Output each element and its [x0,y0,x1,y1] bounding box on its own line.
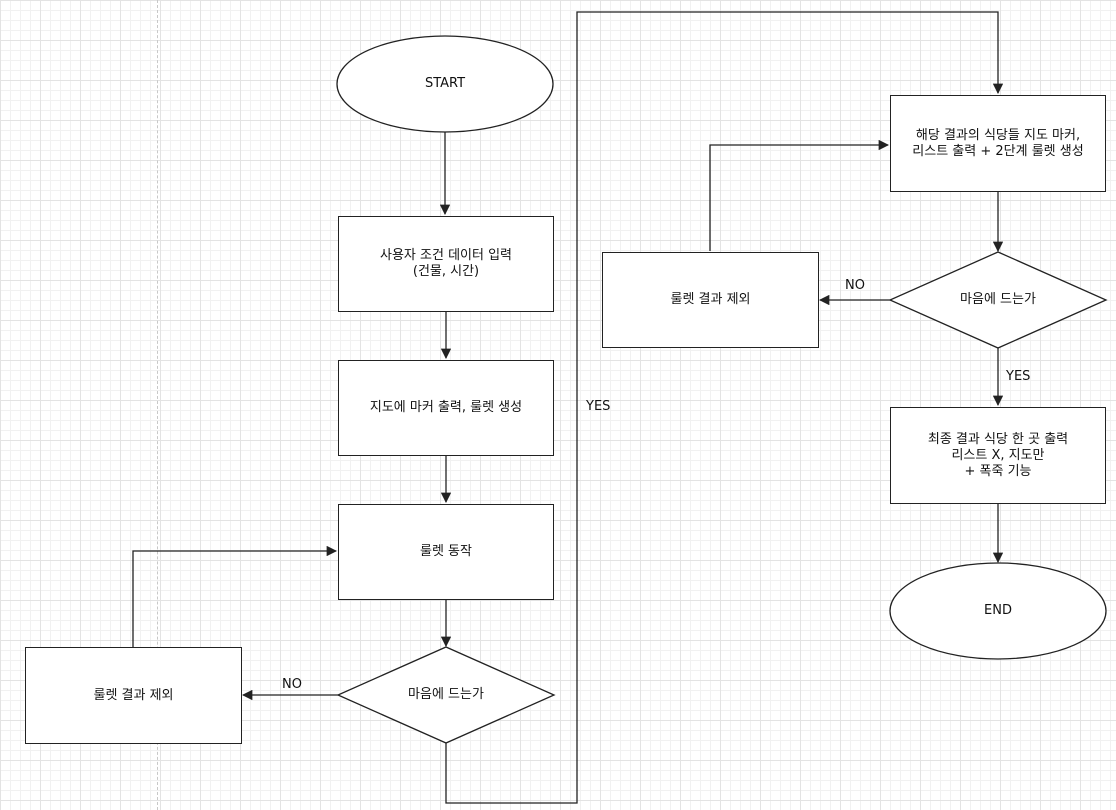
end-label: END [984,603,1012,618]
roulette-action-box: 룰렛 동작 [338,504,554,600]
user-input-label-line2: (건물, 시간) [412,264,480,279]
decision-1-label: 마음에 드는가 [408,687,484,702]
end-node: END [890,563,1106,659]
map-marker-box: 지도에 마커 출력, 룰렛 생성 [338,360,554,456]
decision-2-label: 마음에 드는가 [960,292,1036,307]
result-list-box: 해당 결과의 식당들 지도 마커, 리스트 출력 + 2단계 룰렛 생성 [890,95,1106,192]
start-label: START [424,76,466,91]
edge-label-no-1: NO [282,677,302,692]
user-input-label-line1: 사용자 조건 데이터 입력 [380,248,512,263]
page-guide-line [157,0,158,810]
user-input-box: 사용자 조건 데이터 입력 (건물, 시간) [338,216,554,312]
roulette-action-label: 룰렛 동작 [420,544,472,559]
exclude-result-box-2: 룰렛 결과 제외 [602,252,819,348]
decision-1-node: 마음에 드는가 [338,647,554,743]
decision-2-node: 마음에 드는가 [890,252,1106,348]
final-result-box: 최종 결과 식당 한 곳 출력 리스트 X, 지도만 + 폭죽 기능 [890,407,1106,504]
edge-decision1-yes [445,11,1004,804]
exclude-result-box-1: 룰렛 결과 제외 [25,647,242,744]
edge-exclude2-loop [709,139,890,251]
edge-label-yes-2: YES [1006,369,1031,384]
exclude-result-label-1: 룰렛 결과 제외 [93,687,174,703]
final-result-label-line2: 리스트 X, 지도만 [951,447,1045,463]
result-list-label-line2: 리스트 출력 + 2단계 룰렛 생성 [912,143,1084,159]
exclude-result-label-2: 룰렛 결과 제외 [670,292,751,307]
edge-label-yes-1: YES [586,399,611,414]
map-marker-label: 지도에 마커 출력, 룰렛 생성 [369,400,523,415]
edge-exclude1-loop [132,545,338,647]
edge-label-no-2: NO [845,278,865,293]
result-list-label-line1: 해당 결과의 식당들 지도 마커, [915,127,1081,143]
start-node: START [337,36,553,132]
final-result-label-line1: 최종 결과 식당 한 곳 출력 [927,431,1069,447]
final-result-label-line3: + 폭죽 기능 [964,463,1032,479]
